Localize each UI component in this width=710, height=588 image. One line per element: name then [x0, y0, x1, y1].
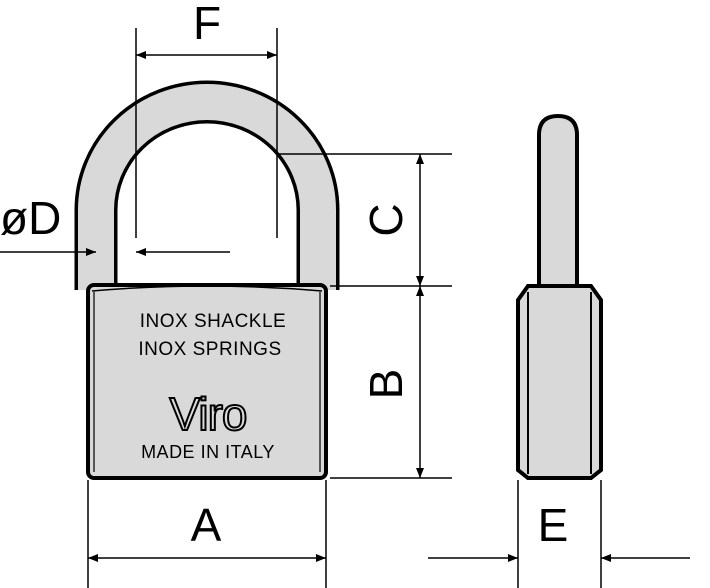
dimension-c	[277, 153, 452, 287]
dimension-e-label: E	[538, 499, 569, 551]
lock-side-view	[516, 113, 603, 480]
dimension-b	[330, 286, 452, 479]
body-text-line1: INOX SHACKLE	[140, 311, 286, 332]
dimension-a	[87, 480, 327, 588]
dimension-e	[428, 480, 690, 588]
brand-logo: Viro	[170, 388, 247, 440]
dimension-f	[135, 28, 278, 238]
dimension-c-label: C	[360, 203, 412, 236]
lock-body-front	[86, 283, 328, 480]
shackle-front	[74, 80, 340, 290]
dimension-d-label: øD	[0, 192, 61, 244]
dimension-d-letter: D	[28, 192, 61, 244]
dimension-b-label: B	[360, 369, 412, 400]
dimension-a-label: A	[191, 499, 222, 551]
origin-text: MADE IN ITALY	[141, 442, 275, 462]
dimension-f-label: F	[193, 0, 221, 49]
diameter-symbol: ø	[0, 192, 28, 244]
body-text-line2: INOX SPRINGS	[138, 339, 281, 360]
